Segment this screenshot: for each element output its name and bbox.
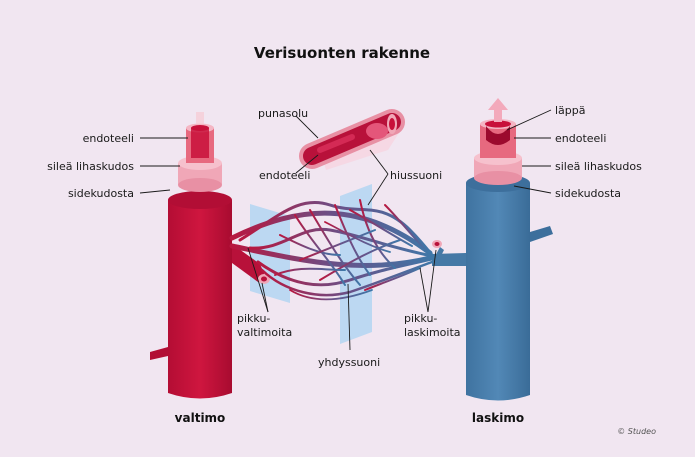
label-connecting-vessel: yhdyssuoni <box>318 356 380 369</box>
label-artery-smooth-muscle: sileä lihaskudos <box>47 160 134 173</box>
label-vein-connective: sidekudosta <box>555 187 621 200</box>
label-arterioles-line1: pikku- <box>237 312 270 325</box>
capillary-cutaway <box>299 109 405 170</box>
label-vein: laskimo <box>472 411 524 425</box>
diagram-title: Verisuonten rakenne <box>254 44 430 62</box>
label-artery: valtimo <box>175 411 226 425</box>
label-red-cell: punasolu <box>258 107 308 120</box>
label-venules-line1: pikku- <box>404 312 437 325</box>
label-vein-smooth-muscle: sileä lihaskudos <box>555 160 642 173</box>
label-vein-endothelium: endoteeli <box>555 132 606 145</box>
label-valve: läppä <box>555 104 586 117</box>
vein <box>432 98 553 401</box>
label-capillary-endothelium: endoteeli <box>259 169 310 182</box>
flow-arrow-icon <box>488 98 508 122</box>
capillary-network <box>229 199 434 301</box>
artery <box>150 112 270 399</box>
red-blood-cell <box>366 123 388 139</box>
credit: © Studeo <box>617 427 656 436</box>
leader-lines <box>139 109 552 351</box>
label-artery-connective: sidekudosta <box>68 187 134 200</box>
label-arterioles-line2: valtimoita <box>237 326 292 339</box>
label-artery-endothelium: endoteeli <box>83 132 134 145</box>
label-capillary: hiussuoni <box>390 169 442 182</box>
label-venules-line2: laskimoita <box>404 326 461 339</box>
